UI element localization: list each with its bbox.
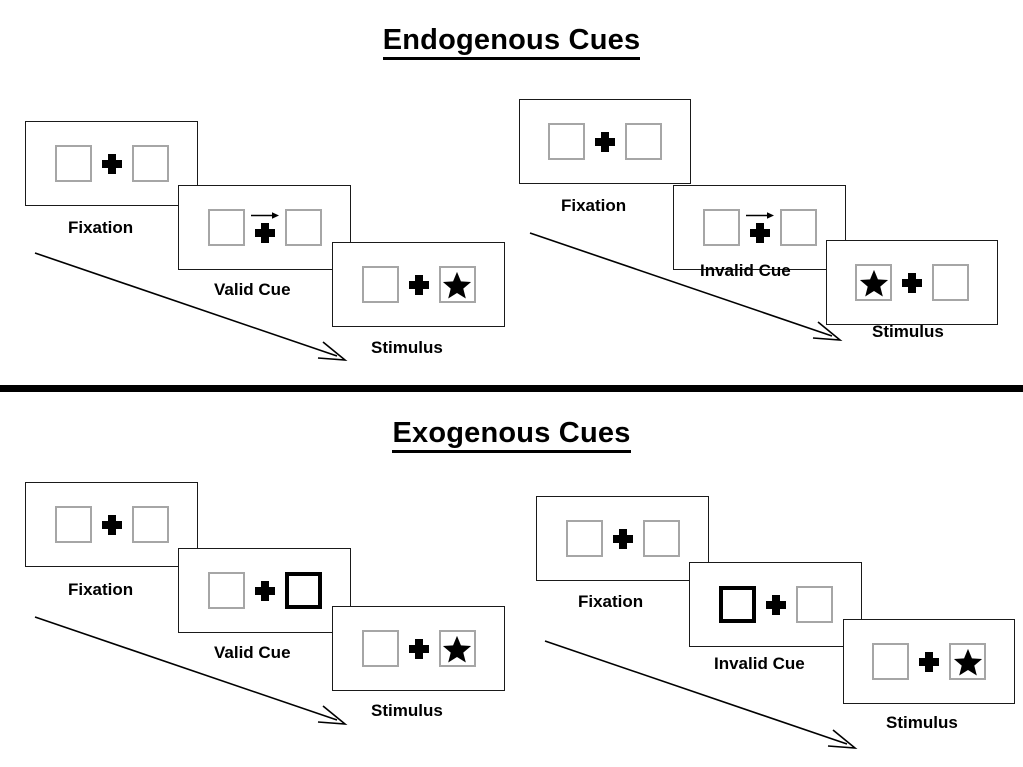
- section-divider: [0, 385, 1023, 392]
- fixation-plus-icon: [245, 208, 285, 248]
- section-title-exogenous-text: Exogenous Cues: [392, 417, 631, 453]
- star-icon: [442, 635, 472, 662]
- stimulus-box-left[interactable]: [702, 209, 740, 246]
- section-title-endogenous: Endogenous Cues: [0, 24, 1023, 60]
- caption-exogenous-invalid-stimulus: Stimulus: [886, 713, 958, 732]
- caption-endogenous-valid-fixation: Fixation: [68, 218, 134, 237]
- stimulus-box-right[interactable]: [131, 145, 169, 182]
- stimulus-box-right-cued[interactable]: [284, 572, 322, 609]
- caption-exogenous-valid-fixation: Fixation: [68, 580, 134, 599]
- star-icon: [859, 269, 888, 296]
- fixation-plus-icon: [245, 571, 285, 611]
- panel-exogenous-invalid-stimulus[interactable]: [843, 619, 1015, 704]
- fixation-plus-icon: [909, 642, 949, 682]
- panel-endogenous-invalid-stimulus[interactable]: [826, 240, 998, 325]
- stimulus-box-right[interactable]: [438, 266, 476, 303]
- cue-arrow-right-icon: [745, 211, 774, 219]
- caption-endogenous-invalid-fixation: Fixation: [561, 196, 627, 215]
- fixation-plus-icon: [892, 263, 932, 303]
- stimulus-box-left[interactable]: [54, 506, 92, 543]
- stimulus-box-right[interactable]: [625, 123, 662, 160]
- stimulus-box-right[interactable]: [949, 643, 986, 680]
- stimulus-box-right[interactable]: [438, 630, 476, 667]
- stimulus-box-left[interactable]: [207, 572, 245, 609]
- panel-exogenous-invalid-cue[interactable]: [689, 562, 862, 647]
- star-icon: [953, 648, 982, 675]
- stimulus-box-left[interactable]: [361, 266, 399, 303]
- stimulus-box-right[interactable]: [932, 264, 969, 301]
- caption-endogenous-valid-stimulus: Stimulus: [371, 338, 443, 357]
- panel-exogenous-valid-fixation[interactable]: [25, 482, 198, 567]
- stimulus-box-left-cued[interactable]: [718, 586, 756, 623]
- cue-arrow-right-icon: [250, 211, 279, 219]
- panel-exogenous-valid-cue[interactable]: [178, 548, 351, 633]
- caption-exogenous-invalid-fixation: Fixation: [578, 592, 644, 611]
- stimulus-box-left[interactable]: [361, 630, 399, 667]
- stimulus-box-left[interactable]: [872, 643, 909, 680]
- time-flow-arrow-exogenous-valid: [34, 616, 348, 725]
- fixation-plus-icon: [603, 519, 643, 559]
- time-flow-arrow-exogenous-invalid: [544, 640, 858, 749]
- fixation-plus-icon: [399, 265, 439, 305]
- star-icon: [442, 271, 472, 298]
- section-title-endogenous-text: Endogenous Cues: [382, 24, 641, 60]
- caption-exogenous-invalid-cue: Invalid Cue: [714, 654, 805, 673]
- fixation-plus-icon: [740, 208, 780, 248]
- panel-endogenous-valid-fixation[interactable]: [25, 121, 198, 206]
- caption-endogenous-valid-cue: Valid Cue: [214, 280, 291, 299]
- time-flow-arrow-endogenous-invalid: [529, 232, 843, 341]
- stimulus-box-right[interactable]: [795, 586, 833, 623]
- caption-endogenous-invalid-stimulus: Stimulus: [872, 322, 944, 341]
- caption-exogenous-valid-cue: Valid Cue: [214, 643, 291, 662]
- panel-endogenous-invalid-cue[interactable]: [673, 185, 846, 270]
- stimulus-box-left[interactable]: [54, 145, 92, 182]
- panel-exogenous-valid-stimulus[interactable]: [332, 606, 505, 691]
- fixation-plus-icon: [92, 505, 132, 545]
- fixation-plus-icon: [399, 629, 439, 669]
- caption-endogenous-invalid-cue: Invalid Cue: [700, 261, 791, 280]
- stimulus-box-right[interactable]: [131, 506, 169, 543]
- fixation-plus-icon: [92, 144, 132, 184]
- panel-endogenous-valid-stimulus[interactable]: [332, 242, 505, 327]
- stimulus-box-right[interactable]: [779, 209, 817, 246]
- stimulus-box-left[interactable]: [548, 123, 585, 160]
- time-flow-arrow-endogenous-valid: [34, 252, 348, 361]
- stimulus-box-left[interactable]: [855, 264, 892, 301]
- stimulus-box-left[interactable]: [565, 520, 603, 557]
- fixation-plus-icon: [585, 122, 625, 162]
- stimulus-box-right[interactable]: [642, 520, 680, 557]
- panel-endogenous-invalid-fixation[interactable]: [519, 99, 691, 184]
- panel-exogenous-invalid-fixation[interactable]: [536, 496, 709, 581]
- caption-exogenous-valid-stimulus: Stimulus: [371, 701, 443, 720]
- stimulus-box-left[interactable]: [207, 209, 245, 246]
- section-title-exogenous: Exogenous Cues: [0, 417, 1023, 453]
- fixation-plus-icon: [756, 585, 796, 625]
- panel-endogenous-valid-cue[interactable]: [178, 185, 351, 270]
- stimulus-box-right[interactable]: [284, 209, 322, 246]
